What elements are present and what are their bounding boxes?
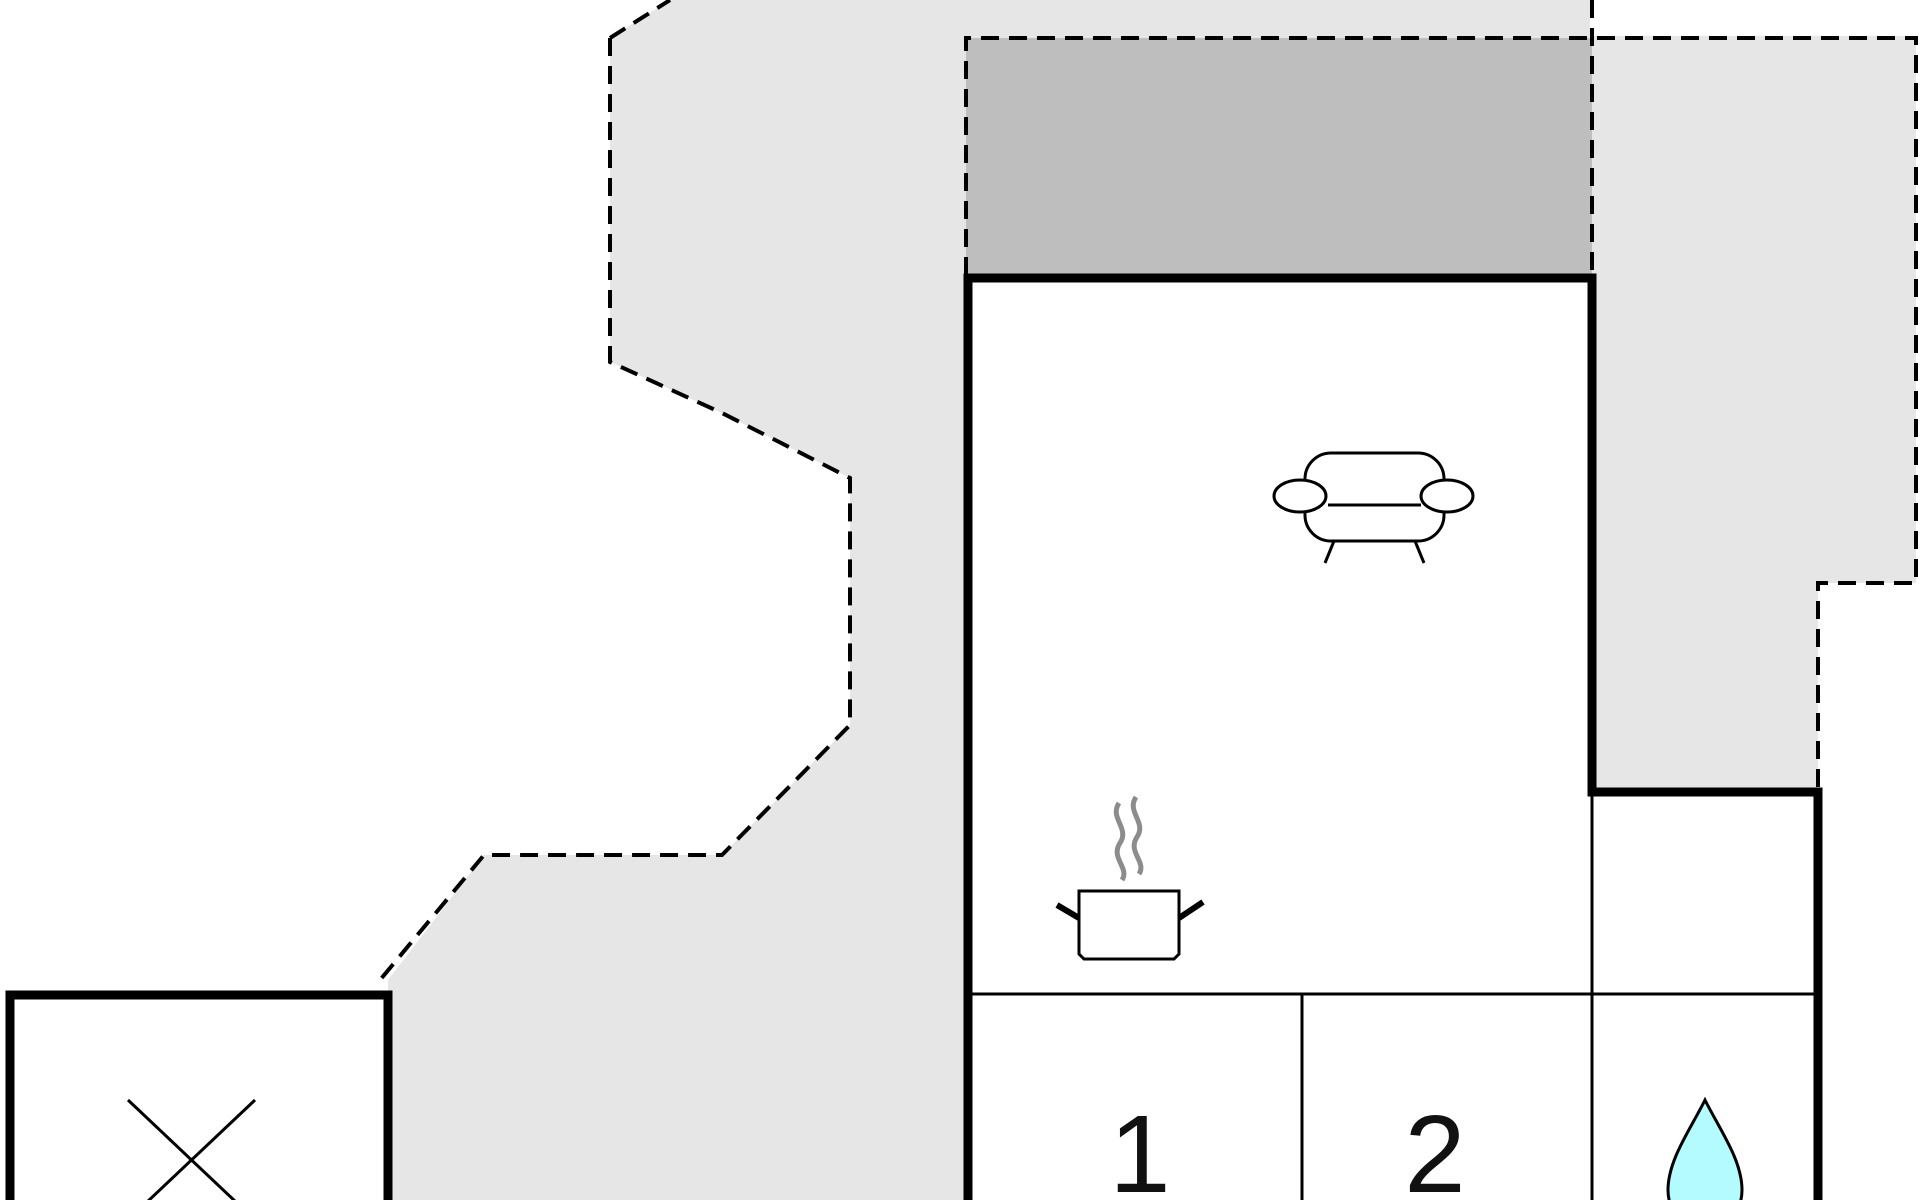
terrace-outline bbox=[378, 0, 1918, 982]
water-drop-icon bbox=[1666, 1096, 1744, 1200]
sofa-icon bbox=[1272, 451, 1475, 564]
terrace-area bbox=[388, 0, 1916, 1200]
exterior-wall bbox=[963, 273, 1823, 1200]
house-interior bbox=[968, 278, 1818, 1200]
storage-room-left bbox=[5, 990, 393, 1200]
cross-icon bbox=[126, 1098, 257, 1200]
inner-walls bbox=[968, 792, 1818, 1200]
cooking-pot-icon bbox=[1055, 795, 1205, 961]
bedroom-2-label: 2 bbox=[1404, 1093, 1465, 1200]
covered-terrace bbox=[966, 38, 1592, 278]
bedroom-1-label: 1 bbox=[1109, 1093, 1170, 1200]
